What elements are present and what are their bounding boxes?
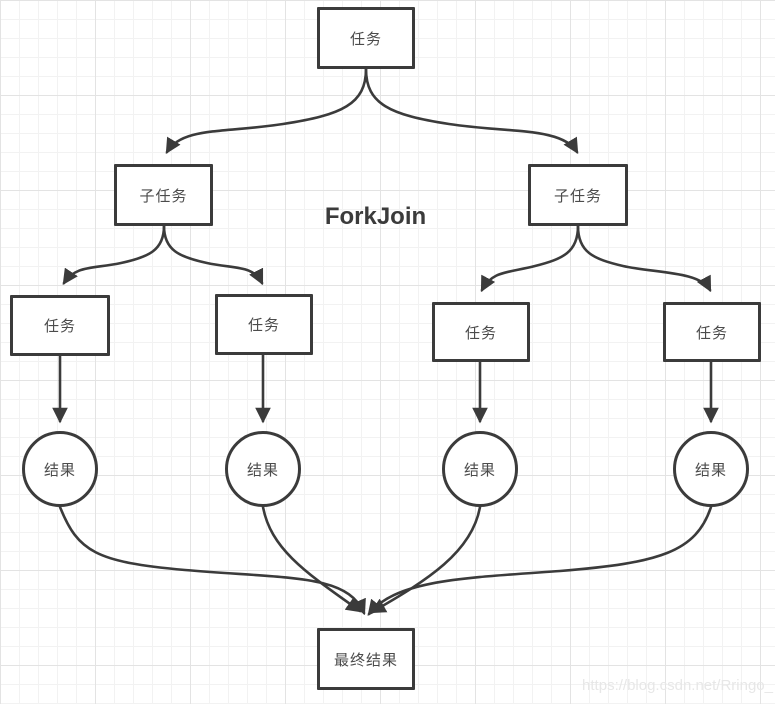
node-subtask-right-label: 子任务 xyxy=(553,187,602,205)
node-final-result: 最终结果 xyxy=(317,628,415,690)
node-subtask-left-label: 子任务 xyxy=(139,187,188,205)
node-result-4-label: 结果 xyxy=(694,461,727,479)
node-task-1: 任务 xyxy=(10,295,110,356)
node-subtask-right: 子任务 xyxy=(528,164,628,226)
node-root-task: 任务 xyxy=(317,7,415,69)
edge-result3-to-final xyxy=(369,505,482,614)
edge-result1-to-final xyxy=(58,505,366,616)
node-result-3-label: 结果 xyxy=(463,461,496,479)
node-task-2-label: 任务 xyxy=(247,317,280,334)
node-task-3-label: 任务 xyxy=(464,324,497,342)
node-subtask-left: 子任务 xyxy=(114,164,213,226)
edge-result2-to-final xyxy=(261,505,362,613)
node-result-1: 结果 xyxy=(22,431,98,507)
edge-subtask-right-to-task3 xyxy=(480,224,580,293)
node-result-4: 结果 xyxy=(673,431,749,507)
node-final-result-label: 最终结果 xyxy=(333,651,398,669)
node-result-1-label: 结果 xyxy=(43,461,76,479)
node-task-4-label: 任务 xyxy=(695,324,728,342)
edge-result4-to-final xyxy=(367,505,713,616)
edge-subtask-right-to-task4 xyxy=(576,224,712,293)
edge-subtask-left-to-task2 xyxy=(162,224,264,286)
edge-root-to-subtask-right xyxy=(364,67,579,155)
node-result-3: 结果 xyxy=(442,431,518,507)
node-result-2: 结果 xyxy=(225,431,301,507)
node-task-4: 任务 xyxy=(663,302,761,362)
edge-root-to-subtask-left xyxy=(165,67,368,155)
node-result-2-label: 结果 xyxy=(246,461,279,479)
node-task-2: 任务 xyxy=(215,294,313,355)
node-task-1-label: 任务 xyxy=(43,318,76,335)
node-task-3: 任务 xyxy=(432,302,530,362)
node-root-task-label: 任务 xyxy=(349,30,382,48)
edge-subtask-left-to-task1 xyxy=(62,224,166,285)
forkjoin-title: ForkJoin xyxy=(324,203,427,230)
watermark-text: https://blog.csdn.net/Rringo_ xyxy=(582,677,773,694)
